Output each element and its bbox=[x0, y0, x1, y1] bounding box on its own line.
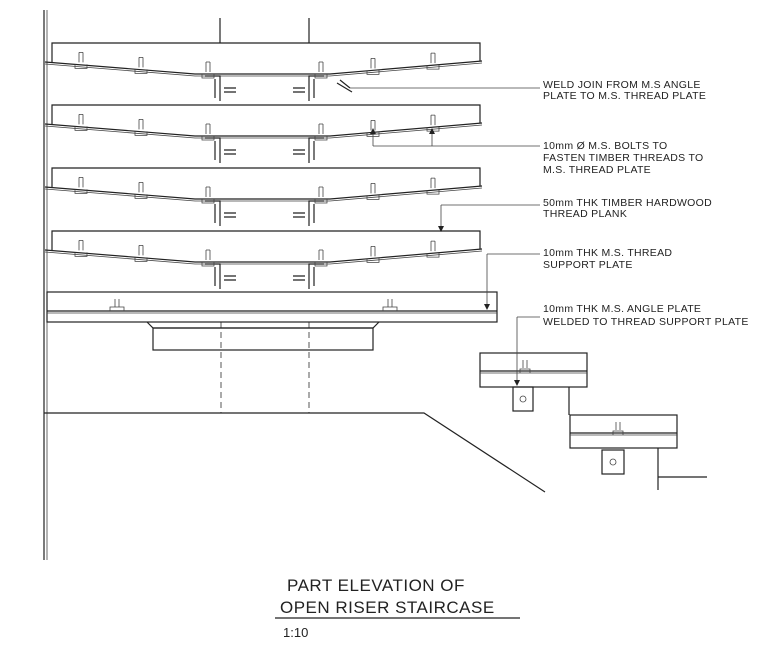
bolt-icon bbox=[201, 249, 215, 267]
leader-lines bbox=[336, 79, 540, 386]
bolt-icon bbox=[366, 182, 380, 200]
tread bbox=[44, 42, 483, 101]
annotation-bolts: 10mm Ø M.S. BOLTS TO FASTEN TIMBER THREA… bbox=[543, 140, 703, 176]
annotation-text: 50mm THK TIMBER HARDWOOD bbox=[543, 197, 712, 209]
timber-plank bbox=[51, 230, 481, 251]
tread bbox=[44, 167, 483, 226]
bolt-icon bbox=[314, 186, 328, 204]
timber-plank bbox=[51, 42, 481, 63]
bolt-icon bbox=[426, 52, 440, 70]
tread bbox=[44, 104, 483, 163]
bolt-icon bbox=[366, 245, 380, 263]
angle-plate-left bbox=[205, 263, 236, 289]
bolt-icon bbox=[134, 118, 148, 136]
angle-plate-right bbox=[293, 137, 324, 163]
angle-plate-right bbox=[293, 200, 324, 226]
annotation-support-plate: 10mm THK M.S. THREAD SUPPORT PLATE bbox=[543, 247, 672, 271]
annotation-text: WELDED TO THREAD SUPPORT PLATE bbox=[543, 316, 749, 328]
thread-plate-lower bbox=[44, 62, 483, 77]
timber-plank bbox=[51, 167, 481, 188]
annotation-text: 10mm Ø M.S. BOLTS TO bbox=[543, 140, 667, 152]
annotation-text: THREAD PLANK bbox=[543, 208, 627, 220]
step-2 bbox=[569, 414, 707, 490]
drawing-title-line-2: OPEN RISER STAIRCASE bbox=[280, 598, 495, 617]
support-beam bbox=[152, 327, 374, 351]
annotation-text: 10mm THK M.S. THREAD bbox=[543, 247, 672, 259]
bolt-icon bbox=[134, 244, 148, 262]
bolt-icon bbox=[382, 299, 398, 311]
annotation-text: FASTEN TIMBER THREADS TO bbox=[543, 152, 703, 164]
step-1 bbox=[479, 352, 588, 415]
bolt-icon bbox=[134, 56, 148, 74]
thread-plate bbox=[44, 122, 483, 137]
thread-plate-lower bbox=[44, 124, 483, 139]
bolt-icon bbox=[366, 119, 380, 137]
angle-plate-left bbox=[205, 200, 236, 226]
thread-plate-lower bbox=[44, 187, 483, 202]
annotation-text: M.S. THREAD PLATE bbox=[543, 164, 651, 176]
bolt-icon bbox=[366, 57, 380, 75]
annotation-text: WELD JOIN FROM M.S ANGLE bbox=[543, 79, 701, 91]
tread bbox=[44, 230, 483, 289]
timber-plank bbox=[51, 104, 481, 125]
thread-plate bbox=[44, 60, 483, 75]
bolt-icon bbox=[74, 51, 88, 69]
thread-plate bbox=[44, 248, 483, 263]
drawing-title-line-1: PART ELEVATION OF bbox=[287, 576, 465, 595]
annotation-text: 10mm THK M.S. ANGLE PLATE bbox=[543, 303, 701, 315]
annotation-timber-plank: 50mm THK TIMBER HARDWOOD THREAD PLANK bbox=[543, 197, 712, 220]
bolt-icon bbox=[314, 123, 328, 141]
bolt-icon bbox=[74, 239, 88, 257]
bolt-icon bbox=[314, 249, 328, 267]
thread-plate-lower bbox=[44, 250, 483, 265]
bolt-icon bbox=[201, 61, 215, 79]
annotation-text: SUPPORT PLATE bbox=[543, 259, 633, 271]
ground-line bbox=[44, 412, 546, 493]
bolt-icon bbox=[109, 299, 125, 311]
landing-slab bbox=[46, 291, 498, 351]
bolt-icon bbox=[201, 123, 215, 141]
annotation-text: PLATE TO M.S. THREAD PLATE bbox=[543, 90, 706, 102]
bolt-icon bbox=[426, 114, 440, 132]
bolt-icon bbox=[74, 113, 88, 131]
tread-group bbox=[44, 42, 483, 289]
angle-plate-right bbox=[293, 263, 324, 289]
bolt-icon bbox=[134, 181, 148, 199]
bolt-icon bbox=[314, 61, 328, 79]
angle-plate-left bbox=[205, 75, 236, 101]
bolt-icon bbox=[201, 186, 215, 204]
angle-plate-left bbox=[205, 137, 236, 163]
thread-plate bbox=[44, 185, 483, 200]
bolt-icon bbox=[426, 240, 440, 258]
annotation-angle-plate: 10mm THK M.S. ANGLE PLATE WELDED TO THRE… bbox=[543, 303, 749, 328]
bolt-icon bbox=[426, 177, 440, 195]
drawing-scale: 1:10 bbox=[283, 625, 308, 640]
annotation-weld: WELD JOIN FROM M.S ANGLE PLATE TO M.S. T… bbox=[543, 79, 706, 102]
bolt-icon bbox=[74, 176, 88, 194]
angle-plate-right bbox=[293, 75, 324, 101]
